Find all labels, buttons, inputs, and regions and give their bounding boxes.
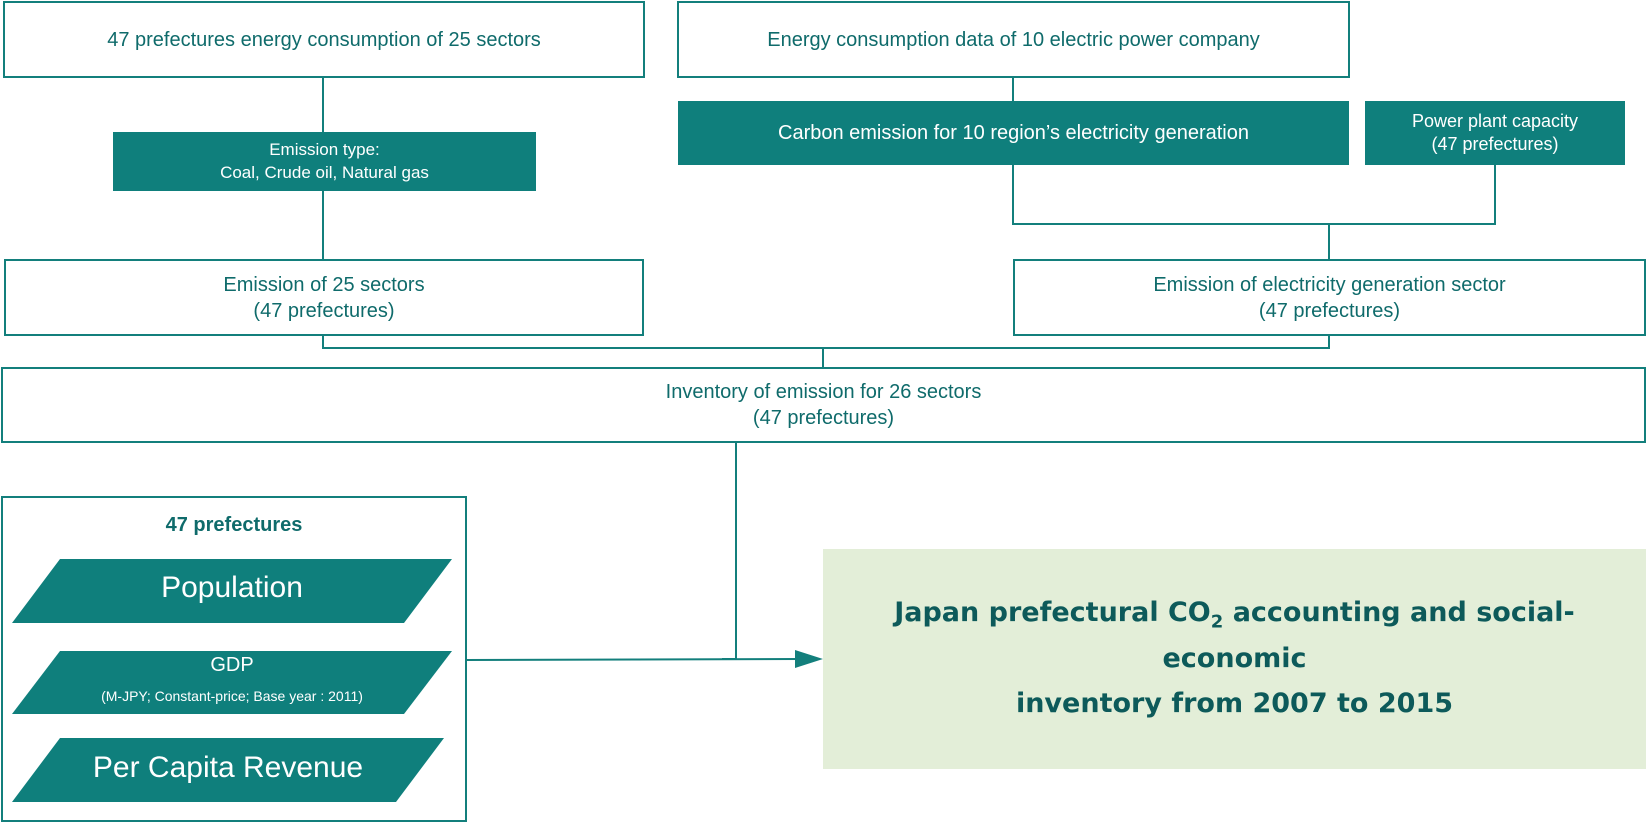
gdp-note: (M-JPY; Constant-price; Base year : 2011… — [101, 688, 363, 704]
result-title-line1: Japan prefectural CO2 accounting and soc… — [823, 591, 1646, 682]
prefectures-panel-title: 47 prefectures — [165, 514, 303, 536]
inventory-scope: (47 prefectures) — [752, 407, 895, 429]
emission-25-sectors-scope: (47 prefectures) — [253, 299, 395, 322]
carbon-emission-box: Carbon emission for 10 region’s electric… — [678, 101, 1349, 165]
emission-25-sectors-label: Emission of 25 sectors — [223, 273, 425, 296]
result-title-subscript: 2 — [1210, 611, 1224, 633]
population-shape — [12, 559, 452, 623]
result-title-suffix: accounting and social-economic — [1162, 597, 1575, 675]
emission-electricity-box: Emission of electricity generation secto… — [1013, 259, 1646, 336]
emission-25-sectors-box: Emission of 25 sectors (47 prefectures) — [4, 259, 644, 336]
per-capita-shape — [12, 738, 444, 802]
inventory-label: Inventory of emission for 26 sectors — [665, 381, 982, 403]
power-plant-capacity-label: Power plant capacity — [1411, 110, 1579, 131]
connector-merge — [322, 336, 1330, 349]
emission-type-fuels: Coal, Crude oil, Natural gas — [220, 162, 429, 182]
inventory-box: Inventory of emission for 26 sectors (47… — [1, 367, 1646, 443]
energy-consumption-sectors-box: 47 prefectures energy consumption of 25 … — [3, 1, 645, 78]
result-title-line2: inventory from 2007 to 2015 — [1015, 688, 1454, 720]
emission-electricity-scope: (47 prefectures) — [1258, 299, 1401, 322]
carbon-emission-label: Carbon emission for 10 region’s electric… — [778, 122, 1249, 144]
energy-consumption-sectors-label: 47 prefectures energy consumption of 25 … — [107, 28, 541, 51]
result-title-prefix: Japan prefectural CO — [894, 597, 1211, 629]
power-plant-capacity-scope: (47 prefectures) — [1431, 134, 1559, 154]
result-box: Japan prefectural CO2 accounting and soc… — [823, 549, 1646, 769]
per-capita-revenue-label: Per Capita Revenue — [92, 751, 364, 784]
gdp-shape — [12, 651, 452, 714]
emission-type-box: Emission type: Coal, Crude oil, Natural … — [113, 132, 536, 191]
connector-panel-to-result — [466, 658, 801, 661]
power-plant-capacity-box: Power plant capacity (47 prefectures) — [1365, 101, 1625, 165]
emission-electricity-label: Emission of electricity generation secto… — [1153, 273, 1506, 296]
power-company-data-label: Energy consumption data of 10 electric p… — [767, 28, 1260, 51]
emission-type-heading: Emission type: — [269, 140, 380, 160]
arrow-head-icon — [795, 650, 823, 668]
population-label: Population — [161, 571, 303, 604]
power-company-data-box: Energy consumption data of 10 electric p… — [677, 1, 1350, 78]
gdp-label: GDP — [210, 654, 254, 676]
connector-carbon-powerplant — [1012, 165, 1496, 225]
